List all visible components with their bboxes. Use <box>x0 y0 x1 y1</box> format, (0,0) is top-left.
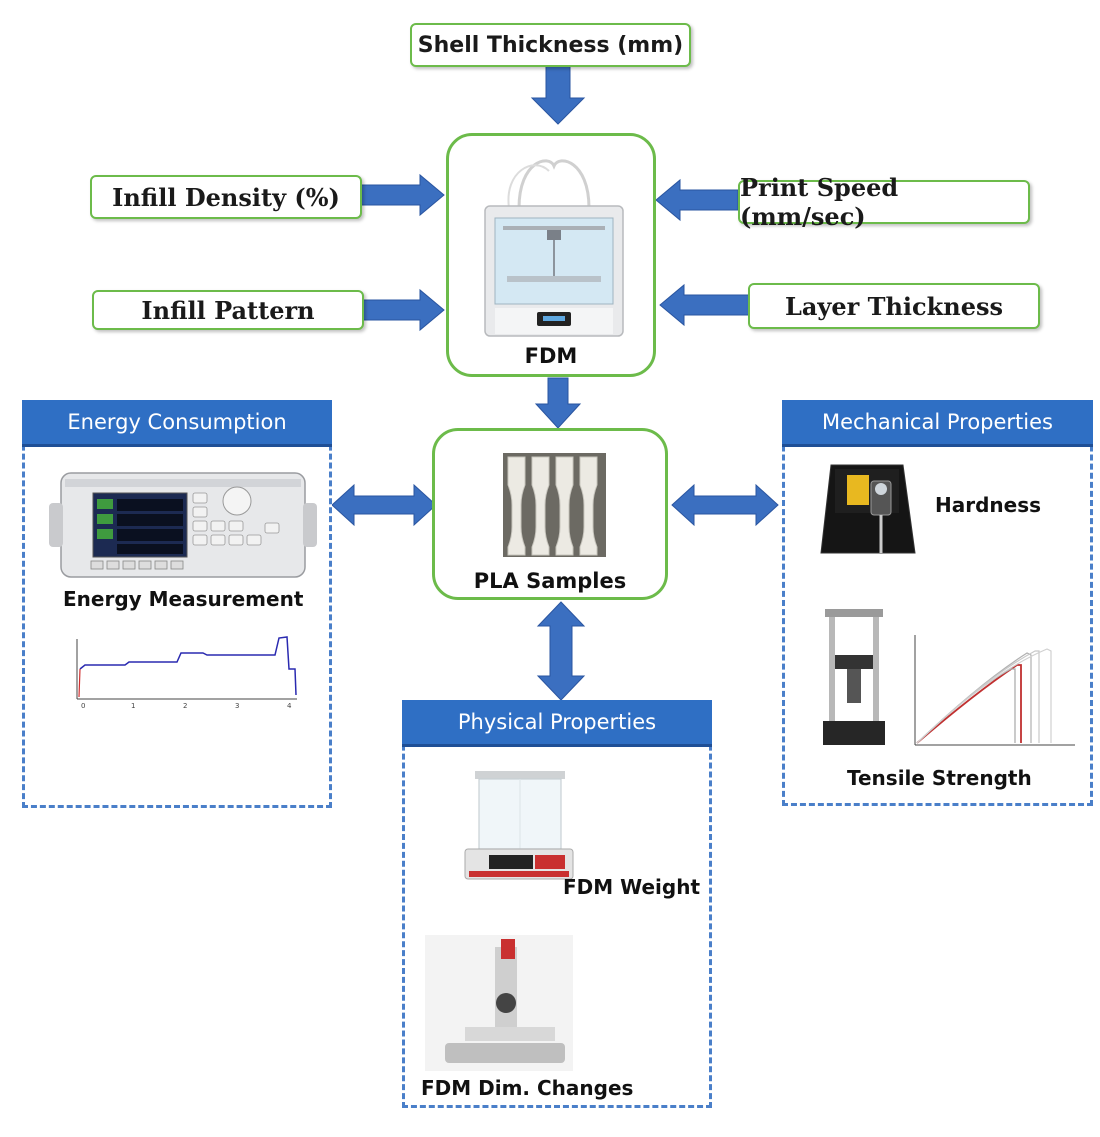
tensile-tester-icon <box>823 609 885 745</box>
pla-samples-icon <box>503 453 606 557</box>
arrow-speed-to-fdm <box>655 178 739 222</box>
infill-density-label: Infill Density (%) <box>112 182 340 212</box>
layer-thickness-box: Layer Thickness <box>748 283 1040 329</box>
physical-properties-header: Physical Properties <box>402 700 712 747</box>
fdm-dim-changes-label: FDM Dim. Changes <box>421 1076 634 1100</box>
mechanical-properties-header: Mechanical Properties <box>782 400 1093 447</box>
hardness-label: Hardness <box>935 493 1042 517</box>
printer-icon <box>484 159 624 337</box>
fdm-weight-label: FDM Weight <box>563 875 701 899</box>
svg-text:3: 3 <box>235 702 239 710</box>
pla-samples-label: PLA Samples <box>473 569 627 593</box>
fdm-box: FDM <box>446 133 656 377</box>
svg-text:1: 1 <box>131 702 135 710</box>
hardness-tester-icon <box>820 464 916 554</box>
power-meter-icon <box>49 472 317 578</box>
layer-thickness-label: Layer Thickness <box>784 291 1004 321</box>
infill-pattern-box: Infill Pattern <box>92 290 364 330</box>
arrow-fdm-to-samples <box>534 377 582 429</box>
print-speed-box: Print Speed (mm/sec) <box>738 173 1030 231</box>
arrow-layer-to-fdm <box>659 283 751 327</box>
arrow-samples-mechanical <box>671 483 779 527</box>
shell-thickness-label: Shell Thickness (mm) <box>417 32 684 58</box>
infill-pattern-label: Infill Pattern <box>141 295 315 325</box>
energy-consumption-group: Energy Consumption Energy Measurement <box>22 400 332 808</box>
energy-measurement-label: Energy Measurement <box>63 587 304 611</box>
fdm-label: FDM <box>524 344 578 368</box>
tensile-strength-label: Tensile Strength <box>847 766 1032 790</box>
svg-text:0: 0 <box>81 702 85 710</box>
shell-thickness-box: Shell Thickness (mm) <box>410 23 691 67</box>
mechanical-properties-group: Mechanical Properties Hardness Tensile S… <box>782 400 1093 806</box>
balance-icon <box>464 771 574 880</box>
arrow-shell-to-fdm <box>530 65 586 125</box>
energy-consumption-header: Energy Consumption <box>22 400 332 447</box>
stress-strain-plot-icon <box>914 635 1075 746</box>
svg-text:4: 4 <box>287 702 292 710</box>
arrow-density-to-fdm <box>359 173 445 217</box>
print-speed-label: Print Speed (mm/sec) <box>740 173 899 231</box>
arrow-samples-energy <box>331 483 437 527</box>
arrow-pattern-to-fdm <box>361 288 445 332</box>
physical-properties-group: Physical Properties FDM Weight FDM Dim. … <box>402 700 712 1108</box>
arrow-samples-physical <box>536 601 586 701</box>
microscope-icon <box>425 935 573 1071</box>
energy-plot-icon: 0 1 2 3 4 <box>76 636 297 710</box>
pla-samples-box: PLA Samples <box>432 428 668 600</box>
infill-density-box: Infill Density (%) <box>90 175 362 219</box>
svg-text:2: 2 <box>183 702 187 710</box>
